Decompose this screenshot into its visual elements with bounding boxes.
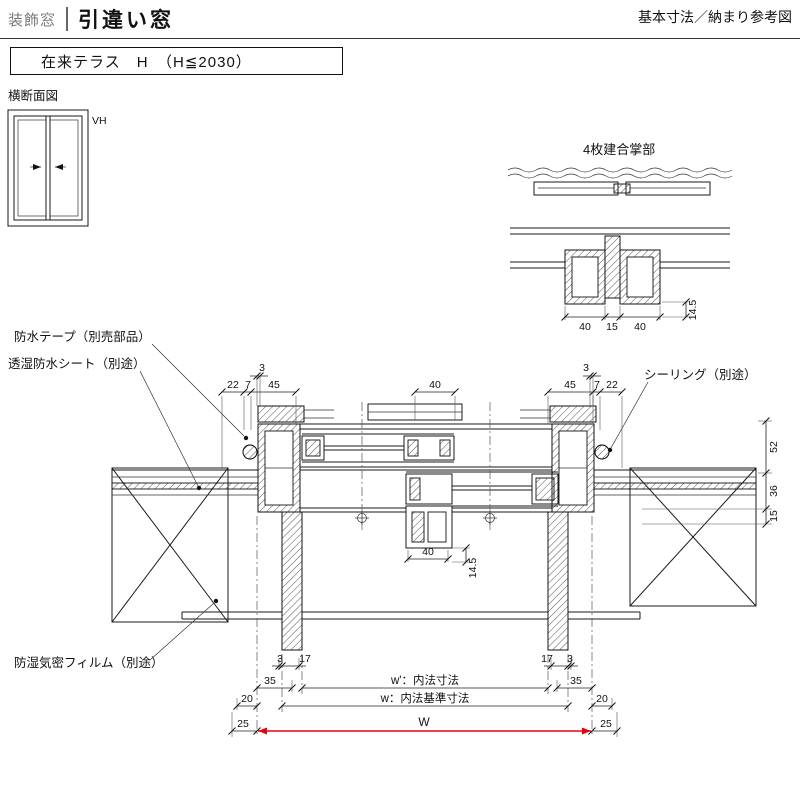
wall-finish-wavy-line bbox=[507, 173, 733, 179]
datum-symbol bbox=[355, 511, 369, 525]
left-framing-section bbox=[111, 467, 229, 623]
center-dimensions: 40 14.5 bbox=[404, 544, 479, 579]
leader-line bbox=[610, 381, 649, 449]
dim-top-7-left: 7 bbox=[245, 379, 251, 391]
meeting-detail-title: 4枚建合掌部 bbox=[583, 142, 655, 157]
detail-dim-40-right: 40 bbox=[634, 321, 646, 333]
dim-center-14-5: 14.5 bbox=[467, 558, 479, 579]
top-dimensions: 22 7 45 40 45 7 22 3 3 bbox=[218, 362, 626, 468]
series-label-box: 在来テラス H （H≦2030） bbox=[10, 47, 343, 75]
dim-center-40: 40 bbox=[422, 546, 434, 558]
detail-dim-14-5: 14.5 bbox=[687, 300, 699, 321]
header-title-group: 装飾窓 引違い窓 bbox=[0, 0, 174, 34]
left-post-section bbox=[281, 511, 303, 651]
dim-bottom-25-right: 25 bbox=[600, 718, 612, 730]
dim-bottom-25-left: 25 bbox=[237, 718, 249, 730]
dim-top-3-left: 3 bbox=[259, 362, 265, 374]
leader-line bbox=[139, 370, 199, 487]
dim-top-22-right: 22 bbox=[606, 379, 618, 391]
dim-top-40-center: 40 bbox=[429, 379, 441, 391]
right-dimensions: 52 36 15 bbox=[642, 417, 780, 528]
dim-top-7-right: 7 bbox=[594, 379, 600, 391]
dim-inner-width-label: w'：内法寸法 bbox=[390, 673, 459, 687]
dim-bottom-20-left: 20 bbox=[241, 693, 253, 705]
right-framing-section bbox=[629, 467, 757, 607]
leader-line bbox=[151, 343, 245, 437]
category-label: 装飾窓 bbox=[8, 11, 57, 29]
left-gasket bbox=[242, 444, 258, 460]
dim-bottom-17-left: 17 bbox=[299, 653, 311, 665]
header: 装飾窓 引違い窓 基本寸法／納まり参考図 bbox=[0, 0, 800, 39]
dim-right-36: 36 bbox=[768, 485, 780, 497]
title-divider bbox=[66, 7, 69, 31]
right-post-section bbox=[547, 511, 569, 651]
section-view-label: 横断面図 bbox=[8, 89, 59, 103]
dim-top-3-right: 3 bbox=[583, 362, 589, 374]
reference-note: 基本寸法／納まり参考図 bbox=[638, 9, 792, 25]
dim-top-45-left: 45 bbox=[268, 379, 280, 391]
exterior-sash-section bbox=[301, 433, 455, 463]
dim-overall-width-label: W bbox=[418, 715, 430, 729]
dim-bottom-20-right: 20 bbox=[596, 693, 608, 705]
dim-base-width-label: w：内法基準寸法 bbox=[380, 691, 470, 705]
dim-top-45-right: 45 bbox=[564, 379, 576, 391]
callout-waterproof-tape: 防水テープ（別売部品） bbox=[14, 329, 151, 344]
dim-top-22-left: 22 bbox=[227, 379, 239, 391]
callout-moisture-film: 防湿気密フィルム（別途） bbox=[14, 655, 164, 670]
dim-bottom-17-right: 17 bbox=[541, 653, 553, 665]
interior-sash-section bbox=[405, 471, 559, 507]
datum-symbol bbox=[483, 511, 497, 525]
detail-dim-15: 15 bbox=[606, 321, 618, 333]
callout-labels: 防水テープ（別売部品） 透湿防水シート（別途） シーリング（別途） 防湿気密フィ… bbox=[8, 329, 757, 670]
dim-bottom-35-left: 35 bbox=[264, 675, 276, 687]
meeting-detail: 4枚建合掌部 bbox=[507, 142, 733, 333]
callout-sealing: シーリング（別途） bbox=[644, 367, 757, 382]
wall-finish-wavy-line bbox=[507, 167, 733, 173]
leader-line bbox=[149, 602, 215, 661]
dim-right-15: 15 bbox=[768, 510, 780, 522]
bottom-dimensions: 3 17 17 3 35 w'：内法寸法 35 20 bbox=[228, 516, 621, 737]
dim-bottom-3-right: 3 bbox=[567, 653, 573, 665]
page-title: 引違い窓 bbox=[78, 9, 175, 32]
dim-bottom-3-left: 3 bbox=[277, 653, 283, 665]
dim-right-52: 52 bbox=[768, 441, 780, 453]
series-label: 在来テラス H （H≦2030） bbox=[41, 53, 252, 71]
elevation-diagram: VH bbox=[7, 109, 107, 227]
right-gasket bbox=[594, 444, 610, 460]
detail-dim-40-left: 40 bbox=[579, 321, 591, 333]
elevation-height-label: VH bbox=[92, 115, 107, 127]
meeting-stile-detail bbox=[405, 505, 453, 549]
callout-waterproof-sheet: 透湿防水シート（別途） bbox=[8, 356, 146, 371]
main-cross-section bbox=[111, 402, 757, 651]
dim-bottom-35-right: 35 bbox=[570, 675, 582, 687]
